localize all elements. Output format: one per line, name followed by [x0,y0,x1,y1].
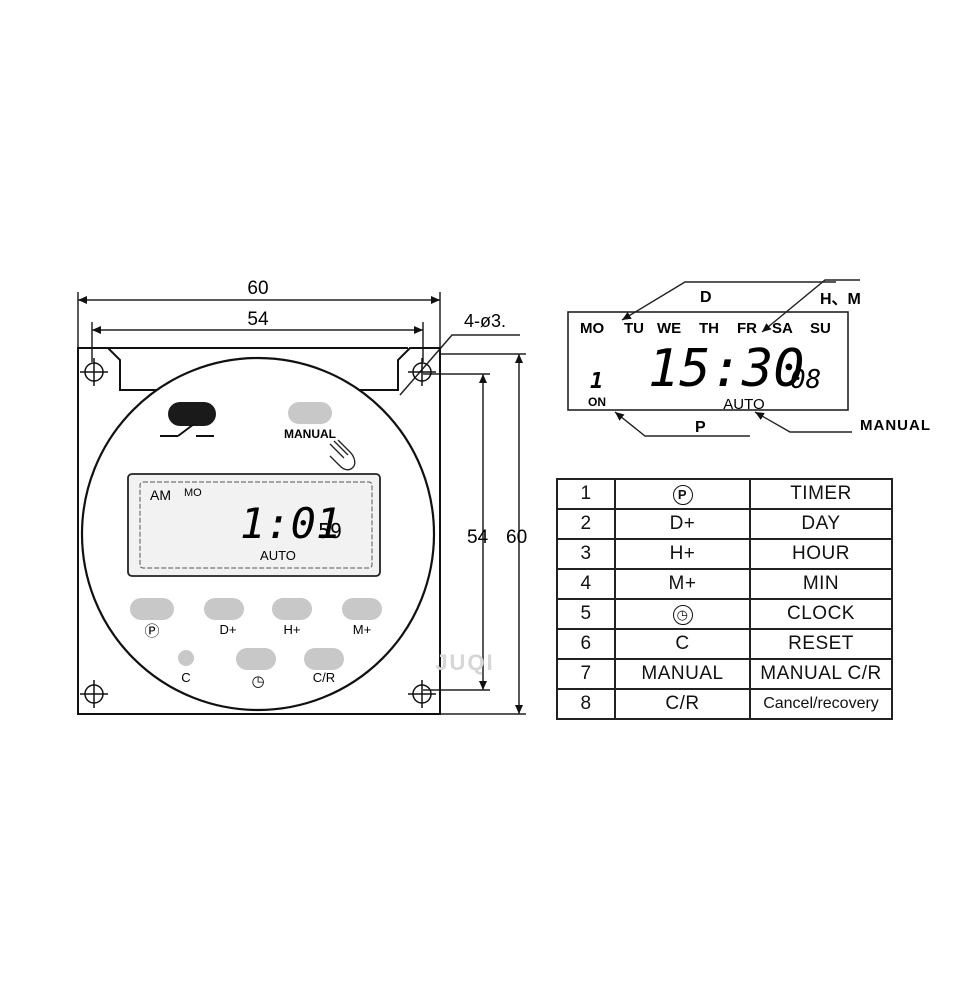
legend-num: 2 [556,508,616,540]
clock-button[interactable] [236,648,276,670]
legend-function: TIMER [749,478,893,510]
legend-num: 5 [556,598,616,630]
legend-row: 5 ◷ CLOCK [556,598,893,630]
legend-function: MIN [749,568,893,600]
detail-day-th: TH [699,320,719,337]
lcd-day: MO [184,487,202,499]
legend-num: 1 [556,478,616,510]
lcd-seconds: 59 [318,519,342,543]
timer-button-label: Ⓟ [144,623,159,640]
legend-row: 1 P TIMER [556,478,893,510]
callout-hm: H、M [820,291,861,308]
callout-lines [614,279,860,437]
detail-mode: AUTO [723,396,764,413]
watermark: JUQI [435,650,494,675]
legend-num: 4 [556,568,616,600]
detail-day-tu: TU [624,320,644,337]
manual-button[interactable] [288,402,332,424]
reset-button[interactable] [178,650,194,666]
legend-key: M+ [614,568,751,600]
legend-row: 6 C RESET [556,628,893,660]
button-legend-table: 1 P TIMER 2 D+ DAY 3 H+ HOUR 4 M+ MIN 5 … [556,478,893,720]
min-plus-label: M+ [353,622,371,637]
dim-height-60: 60 [506,527,527,548]
dim-height-54: 54 [467,527,489,548]
callout-manual: MANUAL [860,417,931,434]
dim-width-54: 54 [247,309,269,330]
dimension-lines [77,292,526,715]
cancel-recovery-label: C/R [313,670,335,685]
lcd-time: 1:01 [240,499,341,548]
clock-icon: ◷ [672,605,693,625]
legend-num: 6 [556,628,616,660]
legend-num: 3 [556,538,616,570]
legend-row: 8 C/R Cancel/recovery [556,688,893,720]
callout-p: P [695,419,706,436]
lcd-ampm: AM [150,487,171,503]
reset-button-label: C [181,670,190,685]
switch-symbol-icon [160,423,214,437]
hour-plus-button[interactable] [272,598,312,620]
legend-function: DAY [749,508,893,540]
legend-key: ◷ [614,598,751,630]
lcd-mode: AUTO [260,548,296,563]
legend-row: 4 M+ MIN [556,568,893,600]
legend-key: C [614,628,751,660]
legend-key: D+ [614,508,751,540]
manual-switch-button[interactable] [168,402,216,426]
callout-d: D [700,289,712,306]
detail-day-mo: MO [580,320,604,337]
dim-width-60: 60 [247,278,268,299]
detail-on-label: ON [588,395,606,409]
day-plus-label: D+ [220,622,237,637]
legend-num: 8 [556,688,616,720]
detail-seconds: 08 [790,365,821,395]
clock-icon: ◷ [251,673,264,690]
legend-key: MANUAL [614,658,751,690]
detail-day-su: SU [810,320,831,337]
timer-p-icon: P [672,485,693,505]
legend-row: 2 D+ DAY [556,508,893,540]
legend-function: CLOCK [749,598,893,630]
detail-time: 15:30 [648,339,805,399]
legend-key: H+ [614,538,751,570]
legend-key: C/R [614,688,751,720]
legend-function: RESET [749,628,893,660]
legend-num: 7 [556,658,616,690]
legend-function: Cancel/recovery [749,688,893,720]
device-outline [77,347,441,715]
hour-plus-label: H+ [284,622,301,637]
cancel-recovery-button[interactable] [304,648,344,670]
timer-button[interactable] [130,598,174,620]
legend-row: 3 H+ HOUR [556,538,893,570]
hand-pointer-icon [329,439,356,471]
detail-program-number: 1 [590,369,603,394]
lcd-screen [127,473,381,577]
legend-key: P [614,478,751,510]
detail-day-we: WE [657,320,681,337]
min-plus-button[interactable] [342,598,382,620]
legend-function: MANUAL C/R [749,658,893,690]
detail-day-sa: SA [772,320,793,337]
hole-spec-label: 4-ø3. [464,311,506,331]
mounting-hole-icons [80,358,436,708]
legend-function: HOUR [749,538,893,570]
day-plus-button[interactable] [204,598,244,620]
detail-day-fr: FR [737,320,757,337]
manual-label: MANUAL [284,427,336,441]
detail-day-row: MO TU WE TH FR SA SU [580,320,831,337]
detail-lcd-frame [567,311,849,411]
legend-row: 7 MANUAL MANUAL C/R [556,658,893,690]
